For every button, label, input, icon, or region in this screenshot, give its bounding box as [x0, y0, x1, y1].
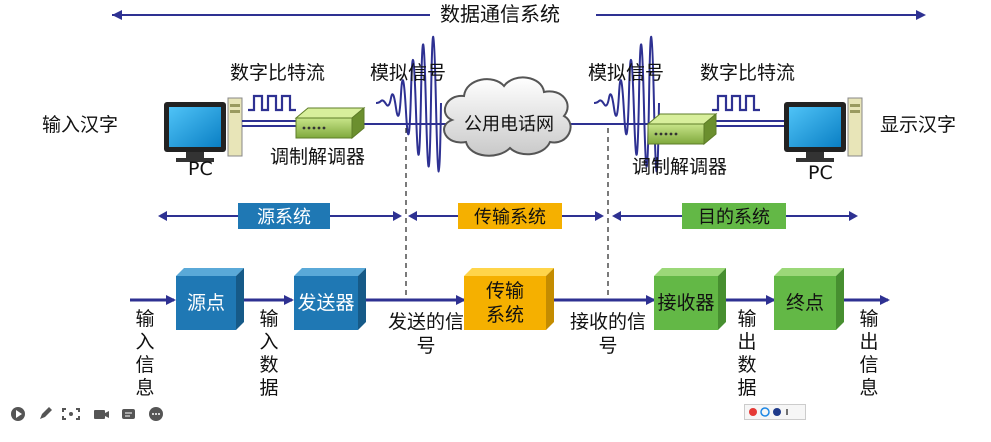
label-analog-left: 模拟信号 — [370, 62, 447, 84]
pen-icon[interactable] — [40, 407, 52, 419]
label-source-system: 源系统 — [238, 203, 330, 229]
record-icon — [749, 408, 757, 416]
box-transmission-shape — [464, 268, 554, 330]
label-sent-signal: 发送的信号 — [386, 310, 466, 358]
camera-icon[interactable] — [94, 410, 109, 419]
box-receiver: 接收器 — [654, 276, 718, 330]
label-modem-right: 调制解调器 — [632, 156, 728, 178]
analog-wave-right-icon — [593, 35, 660, 173]
box-transmission-label: 传输系统 — [485, 280, 524, 326]
label-input-info: 输入信息 — [135, 308, 155, 399]
box-source-point: 源点 — [176, 276, 236, 330]
overlay-mini-toolbar[interactable] — [744, 404, 806, 420]
box-receiver-shape — [654, 268, 726, 330]
help-icon — [773, 408, 781, 416]
screenshot-icon[interactable] — [62, 408, 80, 420]
label-display-chinese: 显示汉字 — [880, 114, 957, 136]
link-icon — [760, 407, 770, 417]
box-source-point-label: 源点 — [186, 292, 225, 314]
box-end-point: 终点 — [774, 276, 836, 330]
label-pc-left: PC — [188, 158, 213, 180]
box-receiver-label: 接收器 — [657, 292, 715, 314]
box-transmitter: 发送器 — [294, 276, 358, 330]
toolbar-icons — [11, 407, 163, 421]
analog-wave-left-icon — [375, 35, 442, 173]
box-transmission: 传输系统 — [478, 276, 532, 330]
overlay-mini-icons — [749, 407, 788, 417]
label-received-signal-text: 接收的信号 — [569, 311, 646, 357]
label-received-signal: 接收的信号 — [568, 310, 648, 358]
label-sent-signal-text: 发送的信号 — [387, 311, 464, 357]
bottom-toolbar — [10, 406, 200, 422]
box-transmitter-shape — [294, 268, 366, 330]
box-end-point-label: 终点 — [785, 292, 824, 314]
box-end-point-shape — [774, 268, 844, 330]
label-output-data: 输出数据 — [737, 308, 757, 399]
label-bitstream-right: 数字比特流 — [700, 62, 796, 84]
cloud-icon — [443, 76, 572, 157]
modem-left-icon — [294, 106, 366, 140]
play-icon[interactable] — [11, 407, 25, 421]
label-input-data: 输入数据 — [259, 308, 279, 399]
box-transmitter-label: 发送器 — [297, 292, 355, 314]
diagram-title: 数据通信系统 — [440, 2, 560, 26]
label-public-network: 公用电话网 — [464, 114, 554, 135]
more-icon[interactable] — [149, 407, 163, 421]
chat-icon[interactable] — [122, 409, 135, 419]
label-output-info: 输出信息 — [859, 308, 879, 399]
label-analog-right: 模拟信号 — [588, 62, 665, 84]
label-destination-system: 目的系统 — [682, 203, 786, 229]
label-modem-left: 调制解调器 — [270, 146, 366, 168]
label-transmission-system: 传输系统 — [458, 203, 562, 229]
pc-right-icon — [784, 97, 863, 162]
square-wave-left-icon — [248, 94, 296, 112]
label-bitstream-left: 数字比特流 — [230, 62, 326, 84]
square-wave-right-icon — [712, 94, 760, 112]
modem-right-icon — [646, 112, 718, 146]
pc-left-icon — [164, 97, 243, 162]
box-source-point-shape — [176, 268, 244, 330]
label-pc-right: PC — [808, 162, 833, 184]
label-input-chinese: 输入汉字 — [42, 114, 119, 136]
